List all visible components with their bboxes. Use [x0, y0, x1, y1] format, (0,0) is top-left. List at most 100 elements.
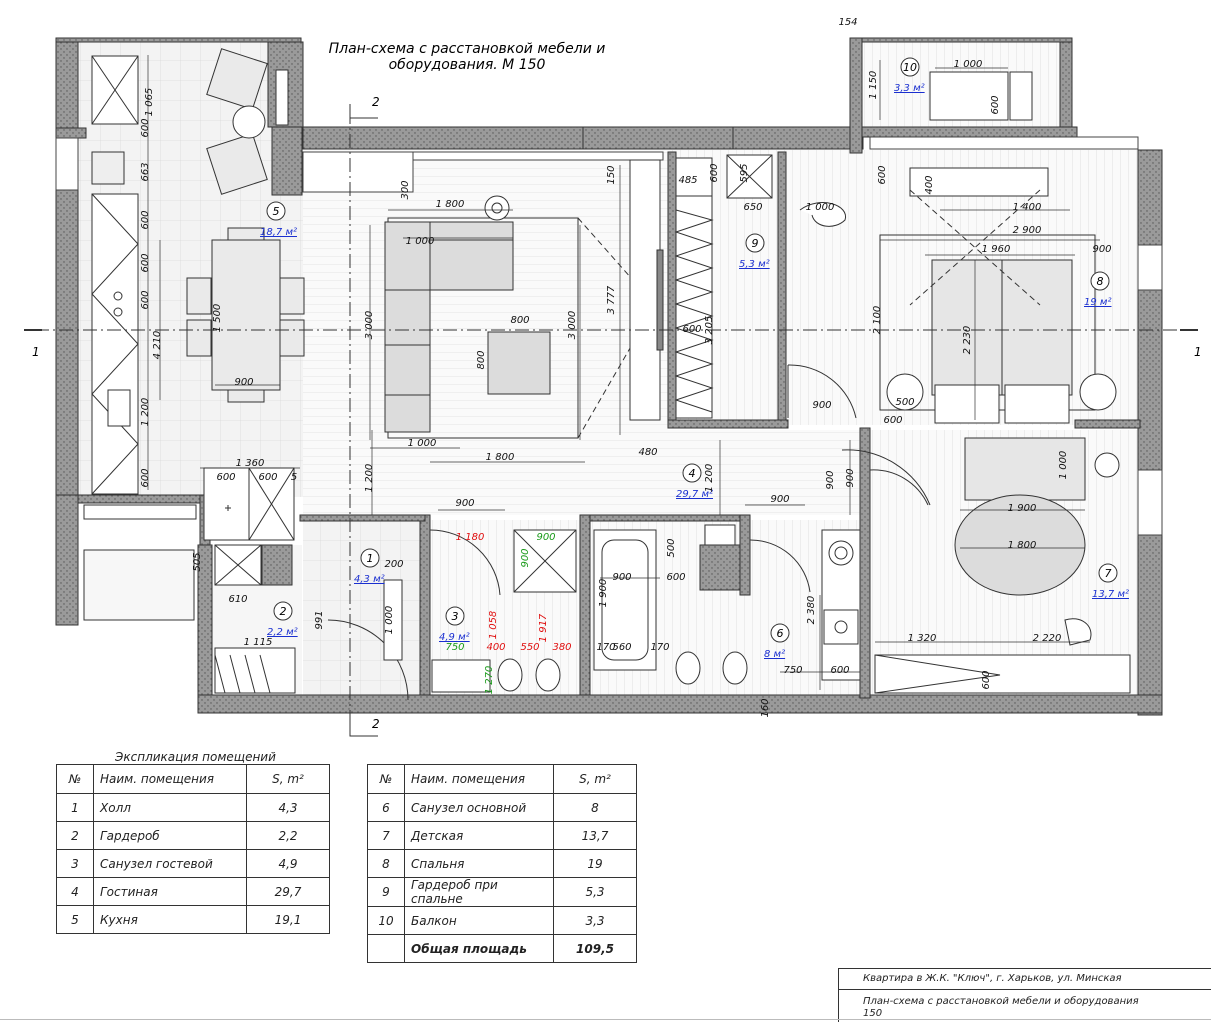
- dimension-label: 1 000: [806, 202, 835, 213]
- row-num: 7: [367, 821, 405, 850]
- row-area: 19,1: [246, 905, 330, 934]
- row-area: 5,3: [553, 877, 637, 907]
- room-area: 8 м²: [764, 649, 785, 660]
- dimension-label: 1 500: [212, 304, 223, 333]
- room-number-circle: [1098, 563, 1118, 583]
- dimension-label: 750: [445, 642, 464, 653]
- row-name: Холл: [93, 793, 247, 822]
- dimension-lines: [147, 55, 1100, 690]
- dimension-label: 2 380: [806, 596, 817, 625]
- dimension-label: 3 000: [567, 311, 578, 340]
- room-number-circle: [900, 57, 920, 77]
- dimension-label: 1 000: [406, 236, 435, 247]
- col-num: №: [367, 764, 405, 794]
- dimension-label: 170: [596, 642, 615, 653]
- dimension-label: 500: [895, 397, 914, 408]
- col-name: Наим. помещения: [93, 764, 247, 794]
- dimension-label: 160: [760, 698, 771, 717]
- dimension-label: 600: [140, 118, 151, 137]
- dimension-label: 900: [825, 470, 836, 489]
- room-area: 4,9 м²: [439, 632, 470, 643]
- dimension-label: 1 800: [436, 199, 465, 210]
- dimension-label: 1 320: [908, 633, 937, 644]
- room-area: 3,3 м²: [894, 83, 925, 94]
- row-area: 8: [553, 793, 637, 822]
- room-number: 1: [367, 552, 374, 565]
- row-num: 9: [367, 877, 405, 907]
- dimension-label: 1 900: [598, 579, 609, 608]
- room-area: 5,3 м²: [739, 259, 770, 270]
- room-marker-7: 713,7 м²: [1092, 563, 1129, 600]
- room-number: 4: [689, 467, 696, 480]
- dimension-label: 1 360: [236, 458, 265, 469]
- dimension-label: 1 960: [982, 244, 1011, 255]
- row-num: 6: [367, 793, 405, 822]
- row-num: 1: [56, 793, 94, 822]
- dimension-label: 1 900: [1008, 503, 1037, 514]
- dimension-label: 595: [739, 163, 750, 182]
- room-number: 5: [273, 205, 280, 218]
- room-marker-1: 14,3 м²: [354, 548, 385, 585]
- dimension-label: 600: [140, 468, 151, 487]
- walls: [55, 37, 1163, 716]
- room-number: 9: [752, 237, 759, 250]
- row-name: Санузел основной: [404, 793, 554, 822]
- room-area: 19 м²: [1084, 297, 1111, 308]
- dimension-label: 1 800: [486, 452, 515, 463]
- dimension-label: 1 200: [704, 464, 715, 493]
- total-label: Общая площадь: [404, 934, 554, 963]
- dimension-label: 1 000: [954, 59, 983, 70]
- dimension-label: 800: [476, 350, 487, 369]
- title-line2: оборудования. М 150: [389, 57, 546, 73]
- room-number: 10: [903, 61, 917, 74]
- room-marker-8: 819 м²: [1084, 271, 1111, 308]
- title-block-project: Квартира в Ж.К. "Ключ", г. Харьков, ул. …: [839, 969, 1211, 990]
- dimension-label: 480: [638, 447, 657, 458]
- room-area: 29,7 м²: [676, 489, 713, 500]
- title-block-scale: 150: [863, 1008, 883, 1019]
- dimension-label: 600: [682, 324, 701, 335]
- room-number-circle: [745, 233, 765, 253]
- room-area: 13,7 м²: [1092, 589, 1129, 600]
- section-mark-h-right: 1: [1194, 345, 1202, 359]
- living-furniture: [384, 159, 664, 439]
- dimension-label: 505: [192, 552, 203, 571]
- dimension-label: 1 180: [456, 532, 485, 543]
- row-name: Санузел гостевой: [93, 849, 247, 878]
- title-block-sheet: План-схема с расстановкой мебели и обору…: [863, 996, 1139, 1007]
- dimension-label: 1 400: [1013, 202, 1042, 213]
- dimension-label: 2 230: [962, 326, 973, 355]
- dimension-label: 610: [228, 594, 247, 605]
- section-mark-h-left: 1: [32, 345, 40, 359]
- room-area: 18,7 м²: [260, 227, 297, 238]
- row-area: 4,3: [246, 793, 330, 822]
- dimension-label: 1 000: [384, 606, 395, 635]
- floor-plan: План-схема с расстановкой мебели и обору…: [24, 17, 1202, 737]
- room-number-circle: [360, 548, 380, 568]
- dimension-label: 900: [536, 532, 555, 543]
- dimension-label: 800: [510, 315, 529, 326]
- dimension-label: 400: [486, 642, 505, 653]
- dimension-label: 991: [314, 610, 325, 629]
- row-name: Гостиная: [93, 877, 247, 906]
- dimension-label: 1 917: [538, 613, 549, 642]
- dimension-label: 1 270: [484, 666, 495, 695]
- col-name: Наим. помещения: [404, 764, 554, 794]
- col-area: S, m²: [246, 764, 330, 794]
- row-area: 3,3: [553, 906, 637, 935]
- dimension-label: 1 200: [364, 464, 375, 493]
- bathroom-fixtures: [429, 524, 861, 693]
- title-line1: План-схема с расстановкой мебели и: [329, 41, 606, 57]
- room-number-circle: [266, 201, 286, 221]
- room-number-circle: [273, 601, 293, 621]
- dimension-label: 2 100: [872, 306, 883, 335]
- row-name: Спальня: [404, 849, 554, 878]
- dimension-label: 600: [990, 95, 1001, 114]
- dimension-label: 600: [830, 665, 849, 676]
